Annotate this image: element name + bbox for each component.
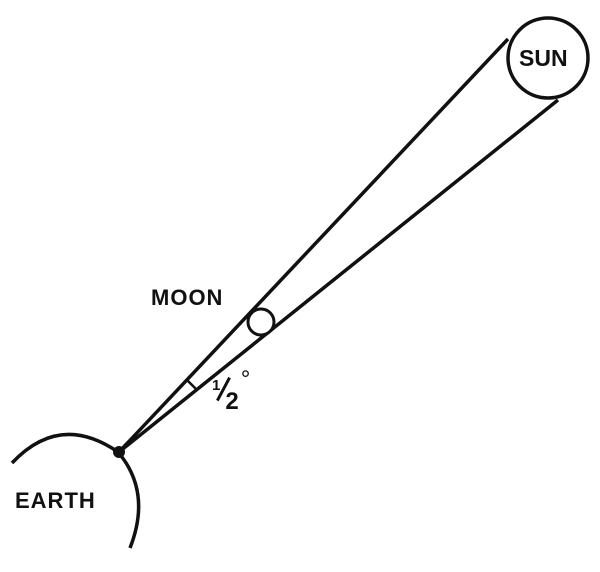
- upper-sightline: [117, 37, 510, 454]
- angle-numerator: 1: [212, 377, 221, 394]
- angle-fraction-slash: [221, 376, 224, 402]
- angle-label: 12°: [212, 368, 250, 414]
- sun-label: SUN: [519, 45, 568, 71]
- angle-degree-symbol: °: [240, 366, 251, 393]
- earth-label: EARTH: [15, 488, 96, 513]
- angle-tick: [186, 379, 197, 390]
- angle-denominator: 2: [225, 388, 239, 415]
- sun-circle: [506, 16, 590, 100]
- moon-label: MOON: [151, 285, 224, 310]
- moon-circle: [246, 307, 276, 337]
- lower-sightline: [117, 98, 560, 454]
